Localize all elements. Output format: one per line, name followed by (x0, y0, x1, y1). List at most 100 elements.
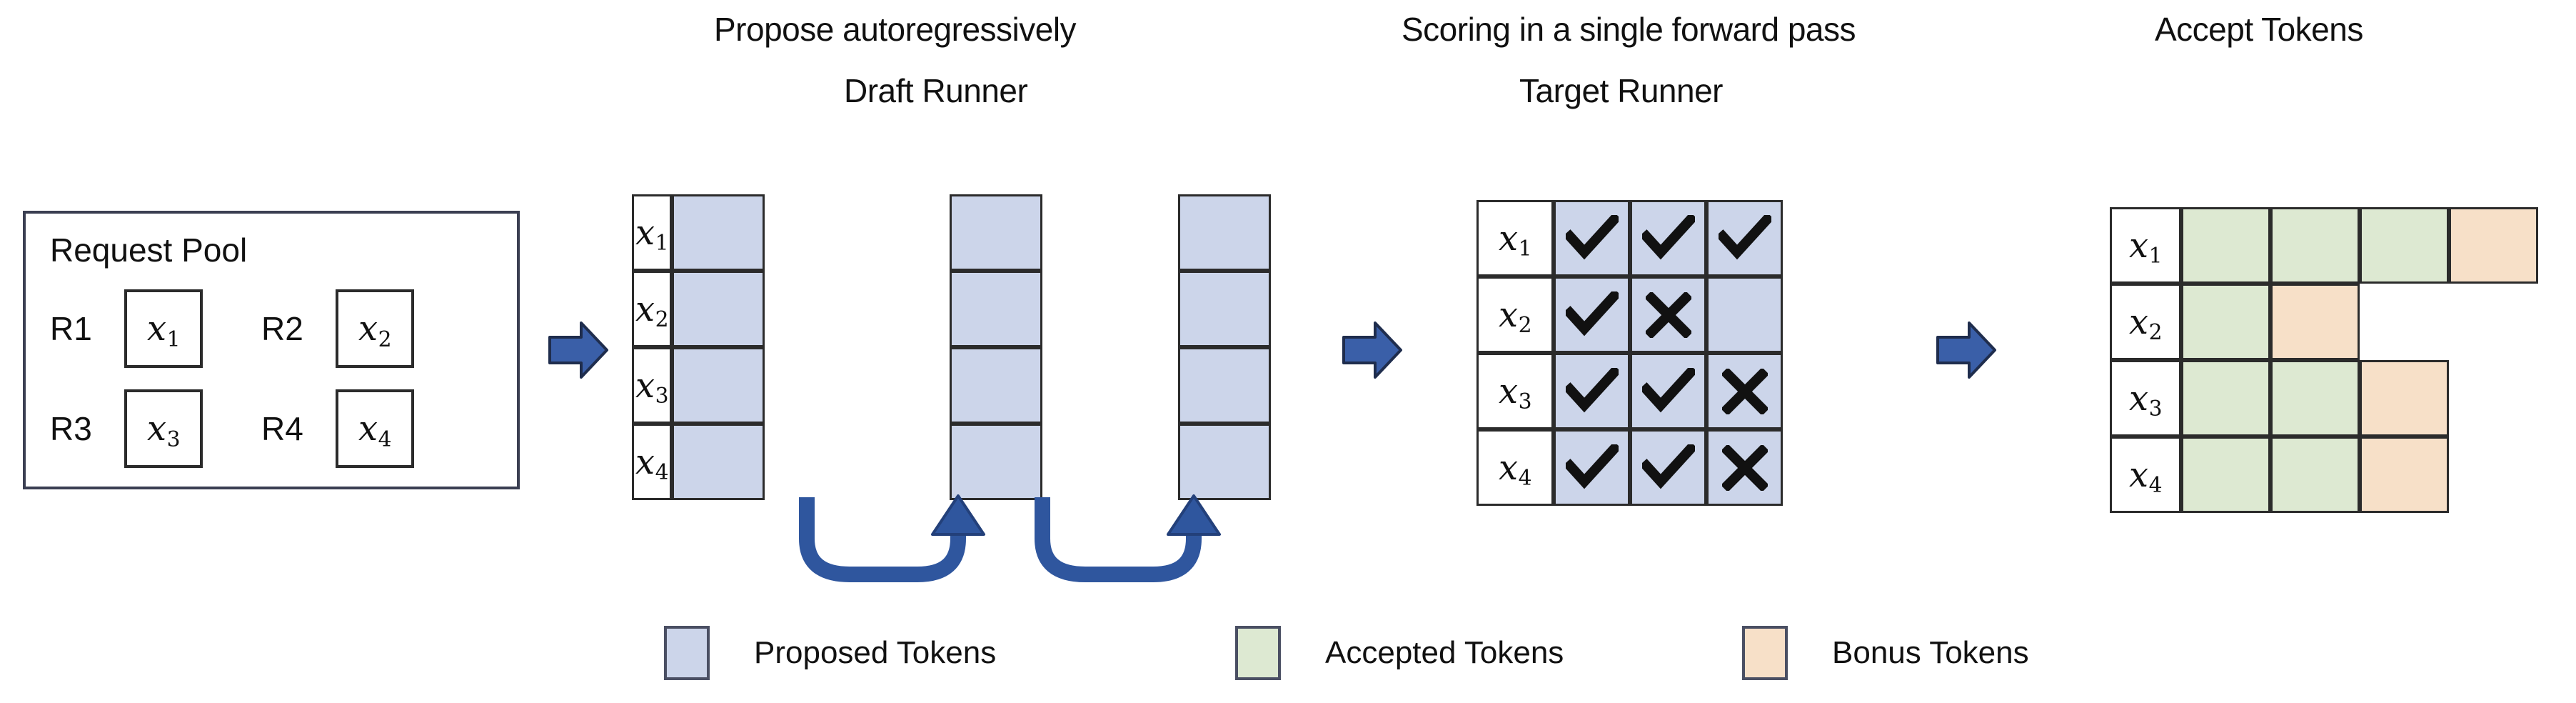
draft-row (1178, 424, 1271, 500)
draft-proposed-cell[interactable] (950, 271, 1042, 347)
accept-cell-bonus[interactable] (2449, 207, 2538, 284)
target-row-label-x1: x1 (1476, 200, 1554, 276)
target-row: x4 (1476, 429, 1783, 506)
draft-proposed-cell[interactable] (950, 347, 1042, 424)
request-label-r1: R1 (50, 310, 92, 347)
accept-cell-accepted[interactable] (2181, 360, 2270, 437)
draft-proposed-cell[interactable] (950, 424, 1042, 500)
accept-cell-accepted[interactable] (2181, 437, 2270, 513)
token-x1: x1 (146, 309, 181, 352)
accept-cell-bonus[interactable] (2360, 437, 2449, 513)
token-x2: x2 (358, 309, 392, 352)
heading-scoring-single-forward-pass: Scoring in a single forward pass (1402, 11, 1856, 48)
draft-proposed-cell[interactable] (1178, 194, 1271, 271)
token-x3: x3 (1498, 371, 1532, 415)
token-x3: x3 (2128, 378, 2163, 422)
target-score-cell-accept[interactable] (1630, 429, 1706, 506)
token-x2: x2 (1498, 294, 1532, 339)
draft-step-2 (950, 194, 1042, 500)
target-score-cell-accept[interactable] (1706, 200, 1783, 276)
draft-row: x3 (632, 347, 765, 424)
loop-arrow-step1-to-step2 (793, 494, 992, 598)
draft-row (950, 347, 1042, 424)
request-item-r3: R3 x3 (50, 389, 203, 468)
legend-item-bonus: Bonus Tokens (1742, 626, 2029, 680)
accept-cell-bonus[interactable] (2360, 360, 2449, 437)
request-token-box-r1: x1 (124, 289, 203, 368)
draft-row: x1 (632, 194, 765, 271)
check-icon (1565, 291, 1619, 339)
accept-row-label-x3: x3 (2110, 360, 2181, 437)
draft-proposed-cell[interactable] (950, 194, 1042, 271)
accept-cell-accepted[interactable] (2181, 207, 2270, 284)
token-x4: x4 (1498, 447, 1532, 492)
token-x4: x4 (2128, 454, 2163, 499)
token-x1: x1 (635, 212, 669, 256)
target-score-cell-accept[interactable] (1630, 200, 1706, 276)
legend-swatch-proposed (664, 626, 710, 680)
request-token-box-r3: x3 (124, 389, 203, 468)
token-x4: x4 (635, 442, 669, 486)
draft-row: x2 (632, 271, 765, 347)
accept-row-label-x2: x2 (2110, 284, 2181, 360)
loop-arrow-step2-to-step3 (1028, 494, 1228, 598)
draft-proposed-cell[interactable] (672, 424, 765, 500)
target-row: x3 (1476, 353, 1783, 429)
draft-row-label-x4: x4 (632, 424, 672, 500)
accept-cell-accepted[interactable] (2270, 437, 2360, 513)
check-icon (1565, 367, 1619, 415)
accept-cell-bonus[interactable] (2270, 284, 2360, 360)
token-x3: x3 (635, 365, 669, 409)
token-x2: x2 (635, 289, 669, 333)
target-score-cell-accept[interactable] (1554, 200, 1630, 276)
draft-proposed-cell[interactable] (1178, 424, 1271, 500)
heading-target-runner: Target Runner (1519, 72, 1724, 109)
accept-cell-empty (2449, 284, 2538, 360)
draft-row: x4 (632, 424, 765, 500)
draft-row (1178, 271, 1271, 347)
draft-proposed-cell[interactable] (1178, 347, 1271, 424)
request-label-r3: R3 (50, 410, 92, 447)
accept-cell-accepted[interactable] (2360, 207, 2449, 284)
accept-cell-accepted[interactable] (2270, 360, 2360, 437)
cross-icon (1721, 444, 1768, 491)
cross-icon (1645, 291, 1691, 338)
legend-item-proposed: Proposed Tokens (664, 626, 996, 680)
target-score-cell-reject[interactable] (1706, 353, 1783, 429)
request-item-r2: R2 x2 (261, 289, 414, 368)
draft-proposed-cell[interactable] (672, 271, 765, 347)
check-icon (1718, 214, 1771, 262)
draft-proposed-cell[interactable] (1178, 271, 1271, 347)
target-score-cell-accept[interactable] (1554, 353, 1630, 429)
target-score-cell-blank[interactable] (1706, 276, 1783, 353)
target-score-cell-accept[interactable] (1554, 429, 1630, 506)
request-label-r4: R4 (261, 410, 303, 447)
flow-arrow-pool-to-draft (547, 320, 610, 380)
request-label-r2: R2 (261, 310, 303, 347)
accept-row-label-x1: x1 (2110, 207, 2181, 284)
draft-proposed-cell[interactable] (672, 347, 765, 424)
target-score-cell-reject[interactable] (1706, 429, 1783, 506)
draft-proposed-cell[interactable] (672, 194, 765, 271)
draft-row (1178, 194, 1271, 271)
accept-tokens-grid: x1 x2 x3 x4 (2110, 207, 2538, 513)
request-item-r1: R1 x1 (50, 289, 203, 368)
legend: Proposed Tokens Accepted Tokens Bonus To… (0, 616, 2576, 694)
target-score-cell-accept[interactable] (1630, 353, 1706, 429)
token-x1: x1 (2128, 225, 2163, 269)
legend-label-bonus: Bonus Tokens (1832, 635, 2029, 670)
target-row-label-x4: x4 (1476, 429, 1554, 506)
accept-row-label-x4: x4 (2110, 437, 2181, 513)
accept-cell-accepted[interactable] (2181, 284, 2270, 360)
target-row: x2 (1476, 276, 1783, 353)
target-score-cell-accept[interactable] (1554, 276, 1630, 353)
legend-swatch-accepted (1235, 626, 1281, 680)
accept-cell-accepted[interactable] (2270, 207, 2360, 284)
accept-cell-empty (2449, 437, 2538, 513)
draft-row-label-x2: x2 (632, 271, 672, 347)
target-score-cell-reject[interactable] (1630, 276, 1706, 353)
accept-cell-empty (2449, 360, 2538, 437)
request-token-box-r2: x2 (336, 289, 414, 368)
cross-icon (1721, 368, 1768, 414)
